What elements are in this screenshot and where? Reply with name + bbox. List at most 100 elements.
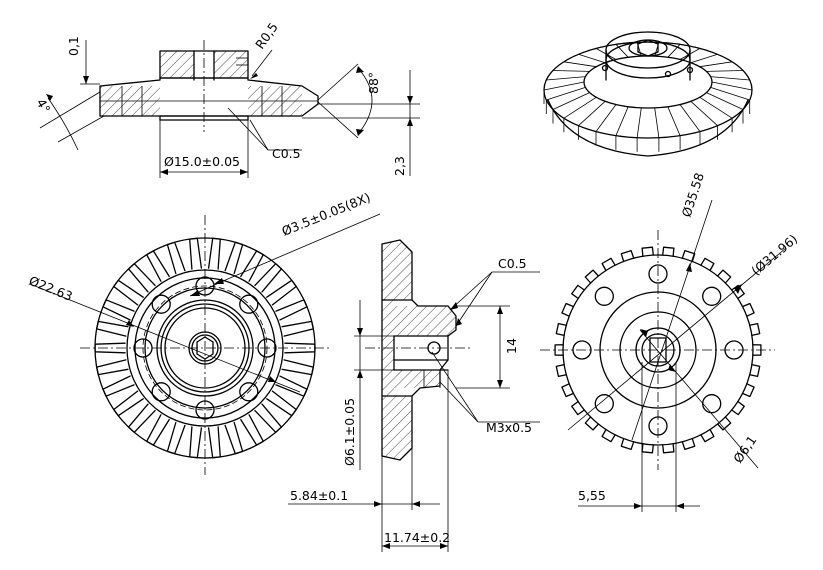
gear-tooth	[96, 320, 129, 337]
gear-tooth	[166, 241, 186, 275]
gear-tooth	[700, 257, 715, 272]
dim-root-diameter: Ø22.63	[27, 273, 75, 304]
gear-tooth	[716, 416, 732, 431]
gear-tooth	[146, 250, 170, 282]
gear-tooth	[571, 284, 585, 300]
dim-outer-diameter: Ø35.58	[679, 171, 707, 219]
gear-tooth-edge	[552, 92, 590, 110]
gear-tooth-edge	[636, 107, 642, 138]
gear-tooth	[620, 437, 635, 451]
gear-tooth-edge	[552, 70, 590, 72]
gear-tooth	[240, 250, 264, 282]
gear-tooth	[284, 342, 316, 354]
gear-tooth	[561, 383, 575, 398]
gear-tooth-edge	[710, 76, 750, 81]
gear-tooth	[207, 426, 221, 459]
mounting-hole	[151, 294, 171, 314]
gear-tooth	[662, 246, 675, 257]
gear-tooth	[749, 363, 761, 378]
mounting-hole	[151, 382, 171, 402]
dim-chamfer-section: C0.5	[498, 256, 527, 271]
gear-tooth	[752, 344, 762, 356]
gear-tooth	[281, 359, 314, 376]
mounting-hole	[702, 286, 722, 306]
mounting-hole	[724, 340, 744, 360]
dim-offset-5-84: 5.84±0.1	[290, 488, 348, 503]
gear-tooth-edge	[667, 44, 681, 58]
dim-bore-diameter-small: Ø6,1	[730, 433, 759, 466]
dim-thickness-top: 0,1	[66, 36, 81, 56]
dim-height-2-3: 2,3	[392, 156, 407, 176]
gear-tooth	[224, 421, 244, 455]
gear-tooth-edge	[711, 81, 753, 91]
gear-tooth-edge	[543, 81, 585, 91]
gear-tooth-edge	[615, 106, 629, 136]
dim-flat-width: 5,55	[578, 488, 606, 503]
gear-tooth	[716, 269, 732, 284]
gear-tooth-edge	[563, 96, 597, 119]
mounting-hole	[648, 416, 668, 436]
mounting-hole	[195, 276, 215, 296]
dim-angle-4: 4°	[33, 96, 53, 116]
gear-tooth	[189, 237, 203, 270]
dim-hub-diameter: Ø15.0±0.05	[164, 154, 240, 169]
gear-tooth	[641, 443, 654, 454]
gear-tooth	[281, 320, 314, 337]
gear-tooth	[102, 299, 135, 321]
gear-tooth	[240, 414, 264, 446]
gear-tooth-edge	[546, 87, 586, 101]
mounting-hole	[648, 264, 668, 284]
mounting-hole	[572, 340, 592, 360]
gear-tooth	[681, 249, 696, 263]
dim-angle-88: 88°	[366, 72, 381, 94]
gear-tooth-edge	[699, 61, 733, 68]
gear-tooth	[662, 443, 675, 454]
gear-tooth-edge	[595, 48, 617, 60]
mounting-hole	[257, 338, 277, 358]
gear-tooth	[166, 421, 186, 455]
gear-tooth	[275, 375, 308, 397]
gear-tooth-edge	[679, 104, 701, 132]
gear-tooth-edge	[706, 70, 744, 72]
gear-tooth-edge	[654, 107, 660, 138]
gear-tooth	[601, 428, 616, 443]
gear-tooth	[207, 237, 221, 270]
gear-tooth	[102, 375, 135, 397]
gear-tooth	[96, 359, 129, 376]
gear-tooth	[601, 257, 616, 272]
gear-tooth-edge	[699, 96, 733, 119]
gear-tooth	[275, 299, 308, 321]
gear-tooth	[561, 302, 575, 317]
gear-tooth	[127, 263, 156, 293]
mounting-hole	[594, 394, 614, 414]
gear-tooth	[113, 279, 144, 306]
mounting-hole	[239, 294, 259, 314]
dim-bore-diameter: Ø6.1±0.05	[342, 398, 357, 466]
gear-tooth-edge	[706, 92, 744, 110]
gear-tooth	[571, 400, 585, 416]
gear-tooth	[266, 279, 297, 306]
gear-tooth	[681, 437, 696, 451]
dim-thread: M3x0.5	[486, 420, 532, 435]
gear-tooth-edge	[710, 87, 750, 101]
gear-tooth	[224, 241, 244, 275]
dim-pitch-diameter: (Ø31.96)	[748, 231, 800, 278]
gear-tooth	[741, 383, 755, 398]
dim-fillet-radius: R0,5	[252, 20, 281, 52]
gear-tooth	[741, 302, 755, 317]
dim-chamfer-top: C0.5	[272, 146, 301, 161]
front-view-right	[540, 199, 787, 512]
gear-tooth	[554, 344, 564, 356]
gear-tooth	[641, 246, 654, 257]
front-view-left	[29, 213, 381, 475]
mounting-hole	[195, 400, 215, 420]
cross-section-view	[288, 239, 540, 552]
dim-hole-diameter-8x: Ø3.5±0.05(8X)	[280, 190, 373, 239]
gear-tooth	[620, 249, 635, 263]
gear-tooth	[584, 416, 600, 431]
gear-tooth	[127, 403, 156, 433]
gear-tooth	[555, 363, 567, 378]
gear-tooth-edge	[615, 44, 629, 58]
side-view-top	[39, 40, 420, 178]
